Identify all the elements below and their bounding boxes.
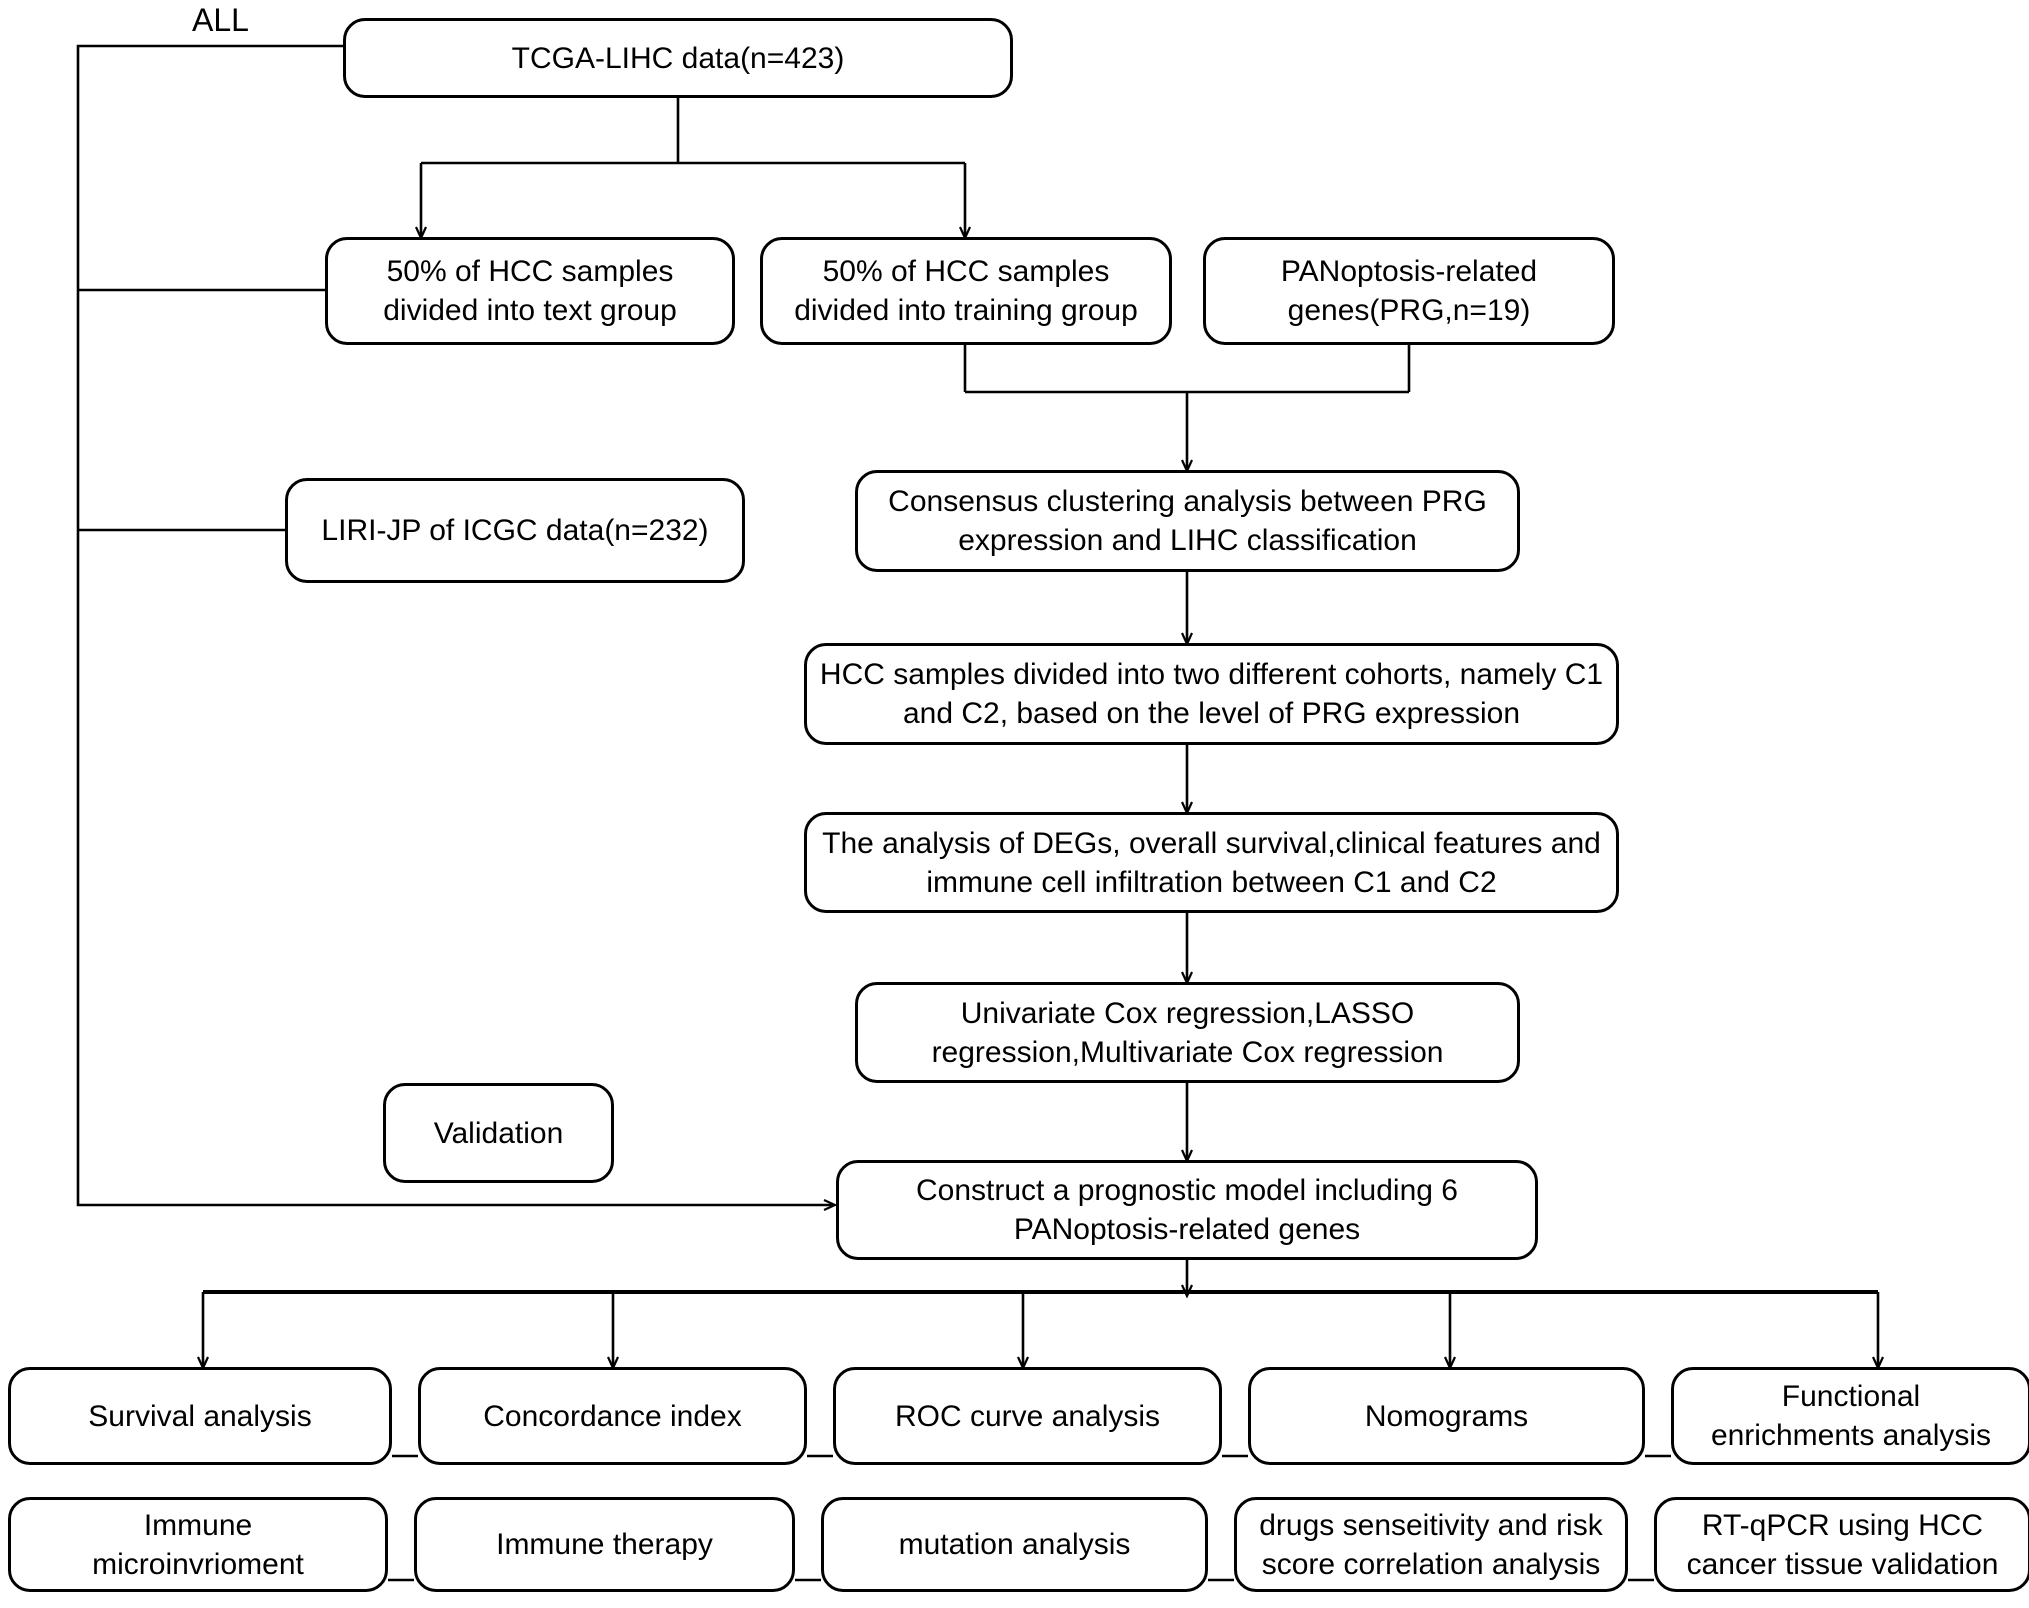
node-functional-enrichments-label: Functional enrichments analysis <box>1710 1380 1992 1452</box>
node-consensus-clustering[interactable]: Consensus clustering analysis between PR… <box>855 470 1520 572</box>
node-rt-qpcr-validation[interactable]: RT-qPCR using HCC cancer tissue validati… <box>1654 1497 2029 1592</box>
node-immune-therapy-label: Immune therapy <box>496 1528 713 1561</box>
node-prognostic-model[interactable]: Construct a prognostic model including 6… <box>836 1160 1538 1260</box>
node-training-group[interactable]: 50% of HCC samples divided into training… <box>760 237 1172 345</box>
node-tcga-lihc-label: TCGA-LIHC data(n=423) <box>511 41 845 75</box>
node-cox-lasso-regression-label: Univariate Cox regression,LASSO regressi… <box>931 996 1444 1069</box>
node-mutation-analysis-label: mutation analysis <box>898 1528 1131 1561</box>
node-tcga-lihc[interactable]: TCGA-LIHC data(n=423) <box>343 18 1013 98</box>
node-immune-microenvironment[interactable]: Immune microinvrioment <box>8 1497 388 1592</box>
node-cox-lasso-regression[interactable]: Univariate Cox regression,LASSO regressi… <box>855 982 1520 1083</box>
node-degs-analysis[interactable]: The analysis of DEGs, overall survival,c… <box>804 812 1619 913</box>
node-survival-analysis[interactable]: Survival analysis <box>8 1367 392 1465</box>
node-icgc-liri-jp-label: LIRI-JP of ICGC data(n=232) <box>321 514 709 547</box>
node-concordance-index[interactable]: Concordance index <box>418 1367 807 1465</box>
node-panoptosis-genes[interactable]: PANoptosis-related genes(PRG,n=19) <box>1203 237 1615 345</box>
node-functional-enrichments[interactable]: Functional enrichments analysis <box>1671 1367 2029 1465</box>
node-panoptosis-genes-label: PANoptosis-related genes(PRG,n=19) <box>1280 255 1538 327</box>
node-survival-analysis-label: Survival analysis <box>88 1399 312 1433</box>
node-concordance-index-label: Concordance index <box>483 1399 742 1433</box>
node-roc-curve-analysis-label: ROC curve analysis <box>894 1399 1161 1433</box>
node-nomograms[interactable]: Nomograms <box>1248 1367 1645 1465</box>
node-test-group-label: 50% of HCC samples divided into text gro… <box>383 255 677 327</box>
node-degs-analysis-label: The analysis of DEGs, overall survival,c… <box>822 826 1601 899</box>
node-drug-sensitivity[interactable]: drugs senseitivity and risk score correl… <box>1234 1497 1628 1592</box>
node-immune-microenvironment-label: Immune microinvrioment <box>92 1508 304 1581</box>
node-nomograms-label: Nomograms <box>1364 1399 1529 1433</box>
node-mutation-analysis[interactable]: mutation analysis <box>821 1497 1208 1592</box>
node-icgc-liri-jp[interactable]: LIRI-JP of ICGC data(n=232) <box>285 478 745 583</box>
node-prognostic-model-label: Construct a prognostic model including 6… <box>916 1174 1458 1246</box>
node-validation-label: Validation <box>433 1116 564 1150</box>
node-immune-therapy[interactable]: Immune therapy <box>414 1497 795 1592</box>
node-rt-qpcr-validation-label: RT-qPCR using HCC cancer tissue validati… <box>1686 1508 1999 1581</box>
all-label: ALL <box>192 2 249 38</box>
node-training-group-label: 50% of HCC samples divided into training… <box>794 255 1138 327</box>
node-drug-sensitivity-label: drugs senseitivity and risk score correl… <box>1259 1508 1603 1581</box>
node-consensus-clustering-label: Consensus clustering analysis between PR… <box>888 485 1487 557</box>
node-roc-curve-analysis[interactable]: ROC curve analysis <box>833 1367 1222 1465</box>
node-cohorts-c1-c2-label: HCC samples divided into two different c… <box>819 658 1604 730</box>
node-cohorts-c1-c2[interactable]: HCC samples divided into two different c… <box>804 643 1619 745</box>
node-validation[interactable]: Validation <box>383 1083 614 1183</box>
node-test-group[interactable]: 50% of HCC samples divided into text gro… <box>325 237 735 345</box>
